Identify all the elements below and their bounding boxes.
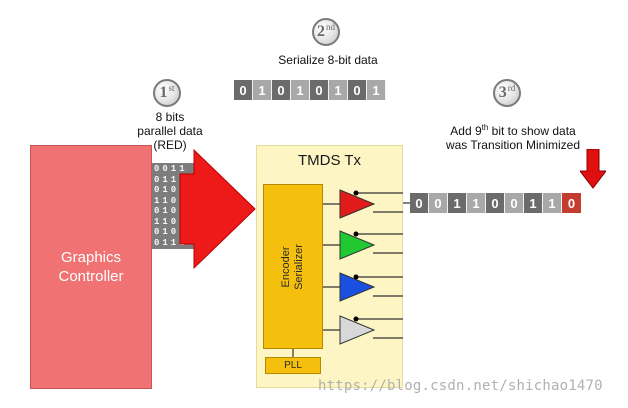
pll-block: PLL <box>265 357 321 374</box>
parallel-label-line-2: parallel data <box>137 124 203 138</box>
clock-channel-buffer <box>339 315 376 345</box>
graphics-controller: Graphics Controller <box>30 145 152 389</box>
encoder-label: Encoder <box>280 246 292 287</box>
serial-bit-1: 0 <box>234 80 253 100</box>
parallel-row-5: 0101 <box>154 206 188 216</box>
output-bit-1: 0 <box>410 193 429 213</box>
add-bit-line-1-sup: th <box>481 123 489 132</box>
output-bit-5: 0 <box>486 193 505 213</box>
parallel-label-line-3: (RED) <box>153 138 187 152</box>
step-1-number: 1 <box>159 84 168 101</box>
output-bit-4: 1 <box>467 193 486 213</box>
add-bit-line-1-pre: Add 9 <box>450 124 482 138</box>
graphics-controller-line-2: Controller <box>58 268 124 285</box>
step-1-suffix: st <box>168 83 175 93</box>
serial-bit-5: 0 <box>310 80 329 100</box>
serial-bit-8: 1 <box>367 80 386 100</box>
parallel-row-1: 0011 <box>154 164 188 174</box>
output-bit-7: 1 <box>524 193 543 213</box>
parallel-row-6: 1100 <box>154 216 188 227</box>
serial-bit-4: 1 <box>291 80 310 100</box>
serialize-label: Serialize 8-bit data <box>278 53 378 67</box>
output-bit-6: 0 <box>505 193 524 213</box>
add-bit-label: Add 9th bit to show data was Transition … <box>415 121 611 152</box>
parallel-row-7: 0100 <box>154 227 188 237</box>
red-channel-buffer <box>339 189 376 219</box>
add-bit-line-2: was Transition Minimized <box>445 138 581 152</box>
green-channel-node <box>353 231 359 237</box>
green-channel-buffer <box>339 230 376 260</box>
down-arrow-icon <box>580 149 606 189</box>
serializer-label: Serializer <box>293 243 305 290</box>
step-3-suffix: rd <box>507 83 516 93</box>
blue-channel-buffer <box>339 272 376 302</box>
parallel-data-label: 8 bits parallel data (RED) <box>120 110 220 152</box>
parallel-row-2: 0111 <box>154 174 188 185</box>
encoder-serializer: Encoder Serializer <box>263 184 323 349</box>
step-3-number: 3 <box>498 84 507 101</box>
output-bit-9: 0 <box>562 193 581 213</box>
parallel-row-8: 0111 <box>154 237 188 248</box>
add-bit-line-1-post: bit to show data <box>488 124 576 138</box>
serial-bit-2: 1 <box>253 80 272 100</box>
parallel-label-line-1: 8 bits <box>155 110 185 124</box>
output-bit-2: 0 <box>429 193 448 213</box>
parallel-row-3: 0100 <box>154 185 188 195</box>
tmds-title: TMDS Tx <box>297 152 362 169</box>
serial-bit-7: 0 <box>348 80 367 100</box>
red-data-arrow <box>179 148 256 270</box>
serial-bit-6: 1 <box>329 80 348 100</box>
red-channel-node <box>353 190 359 196</box>
output-bit-3: 1 <box>448 193 467 213</box>
output-bit-8: 1 <box>543 193 562 213</box>
step-2-suffix: nd <box>326 22 335 32</box>
clock-channel-node <box>353 316 359 322</box>
blue-channel-node <box>353 274 359 280</box>
serial-bit-3: 0 <box>272 80 291 100</box>
step-2-number: 2 <box>317 23 325 40</box>
watermark-url: https://blog.csdn.net/shichao1470 <box>318 378 603 394</box>
parallel-row-4: 1100 <box>154 195 188 206</box>
graphics-controller-line-1: Graphics <box>60 249 122 266</box>
